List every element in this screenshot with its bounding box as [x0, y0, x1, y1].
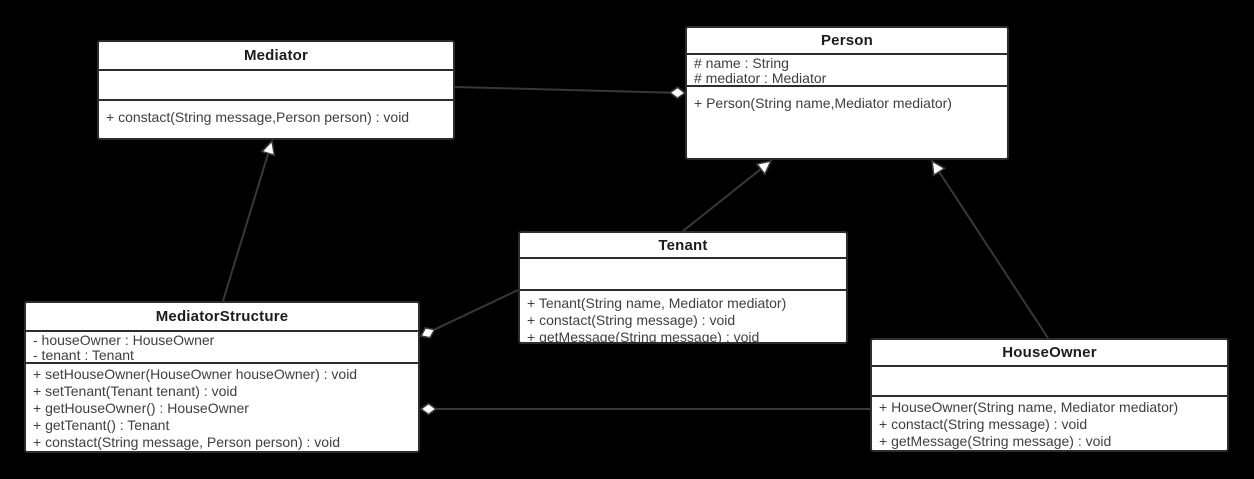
method: + Tenant(String name, Mediator mediator) [527, 295, 787, 311]
method: + constact(String message) : void [527, 312, 736, 328]
aggregation-diamond-icon [419, 326, 436, 339]
aggregation-diamond-icon [419, 402, 438, 416]
method: + getHouseOwner() : HouseOwner [33, 400, 249, 416]
class-title-tenant: Tenant [520, 233, 846, 259]
class-attributes-person: # name : String# mediator : Mediator [687, 55, 1007, 87]
class-mediator[interactable]: Mediator + constact(String message,Person… [97, 40, 455, 140]
edge-person-aggregates-mediator [454, 86, 687, 100]
generalization-arrow-icon [931, 159, 947, 177]
method: + getTenant() : Tenant [33, 417, 170, 433]
edge-mediatorstructure-extends-mediator [222, 139, 276, 302]
method: + setHouseOwner(HouseOwner houseOwner) :… [33, 366, 358, 382]
attribute: # name : String [694, 55, 789, 71]
method: + HouseOwner(String name, Mediator media… [879, 399, 1179, 415]
method: + constact(String message) : void [879, 416, 1088, 432]
connector-line [434, 289, 519, 331]
method: + constact(String message, Person person… [33, 434, 340, 450]
class-methods-house-owner: + HouseOwner(String name, Mediator media… [872, 397, 1227, 450]
connector-line [454, 86, 671, 94]
method: + Person(String name,Mediator mediator) [694, 95, 952, 111]
connector-line [938, 171, 1049, 339]
class-tenant[interactable]: Tenant + Tenant(String name, Mediator med… [518, 231, 848, 344]
class-methods-mediator-structure: + setHouseOwner(HouseOwner houseOwner) :… [26, 364, 418, 451]
class-title-mediator: Mediator [99, 42, 453, 71]
method: + getMessage(String message) : void [527, 329, 760, 342]
method: + getMessage(String message) : void [879, 433, 1112, 449]
connector-line [222, 153, 270, 302]
class-attributes-house-owner [872, 367, 1227, 397]
class-title-person: Person [687, 28, 1007, 55]
class-attributes-mediator-structure: - houseOwner : HouseOwner- tenant : Tena… [26, 332, 418, 364]
edge-mediatorstructure-aggregates-houseowner [419, 402, 870, 416]
method: + setTenant(Tenant tenant) : void [33, 383, 238, 399]
aggregation-diamond-icon [668, 86, 687, 100]
attribute: # mediator : Mediator [694, 70, 827, 86]
class-methods-tenant: + Tenant(String name, Mediator mediator)… [520, 291, 846, 342]
edge-houseowner-extends-person [931, 159, 1049, 339]
edge-tenant-extends-person [682, 159, 773, 232]
class-methods-mediator: + constact(String message,Person person)… [99, 101, 453, 138]
method: + constact(String message,Person person)… [106, 109, 410, 125]
attribute: - tenant : Tenant [33, 347, 134, 363]
class-title-house-owner: HouseOwner [872, 340, 1227, 367]
class-title-mediator-structure: MediatorStructure [26, 303, 418, 332]
class-methods-person: + Person(String name,Mediator mediator) [687, 87, 1007, 158]
generalization-arrow-icon [260, 139, 276, 157]
class-attributes-mediator [99, 71, 453, 101]
edge-mediatorstructure-aggregates-tenant [419, 289, 519, 339]
generalization-arrow-icon [755, 159, 773, 176]
class-house-owner[interactable]: HouseOwner + HouseOwner(String name, Medi… [870, 338, 1229, 452]
class-mediator-structure[interactable]: MediatorStructure- houseOwner : HouseOwn… [24, 301, 420, 453]
class-person[interactable]: Person# name : String# mediator : Mediat… [685, 26, 1009, 160]
class-attributes-tenant [520, 259, 846, 291]
attribute: - houseOwner : HouseOwner [33, 332, 215, 348]
connector-line [682, 168, 762, 232]
